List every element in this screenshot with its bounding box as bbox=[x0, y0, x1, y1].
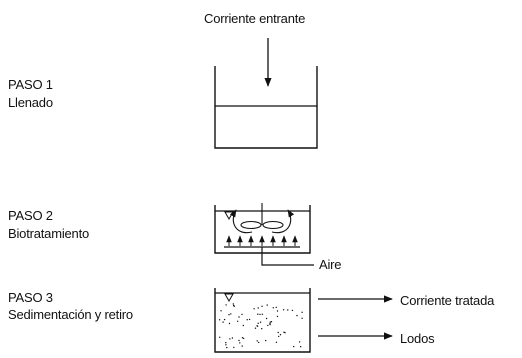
step-3-name: Sedimentación y retiro bbox=[8, 307, 133, 322]
settling-particles bbox=[218, 303, 303, 349]
sludge-label: Lodos bbox=[400, 331, 435, 346]
air-label: Aire bbox=[319, 257, 342, 272]
water-level-triangle-icon bbox=[224, 293, 234, 303]
mixer-impeller-icon bbox=[240, 220, 284, 230]
step-1-number: PASO 1 bbox=[8, 77, 53, 92]
air-supply-pipe bbox=[261, 247, 314, 266]
step-1-tank bbox=[214, 66, 318, 149]
circulation-arrow-left-icon bbox=[229, 209, 253, 234]
step-2-name: Biotratamiento bbox=[8, 226, 90, 241]
step-2-number: PASO 2 bbox=[8, 208, 53, 223]
step-1-name: Llenado bbox=[8, 95, 53, 110]
treated-stream-label: Corriente tratada bbox=[400, 293, 495, 308]
step-2-tank bbox=[214, 203, 311, 254]
step-3-number: PASO 3 bbox=[8, 290, 53, 305]
water-level-triangle-icon bbox=[224, 211, 234, 221]
circulation-arrow-right-icon bbox=[271, 209, 295, 234]
incoming-stream-label: Corriente entrante bbox=[204, 11, 306, 26]
step-3-tank bbox=[214, 288, 311, 353]
aeration-arrows-icon bbox=[226, 235, 298, 246]
